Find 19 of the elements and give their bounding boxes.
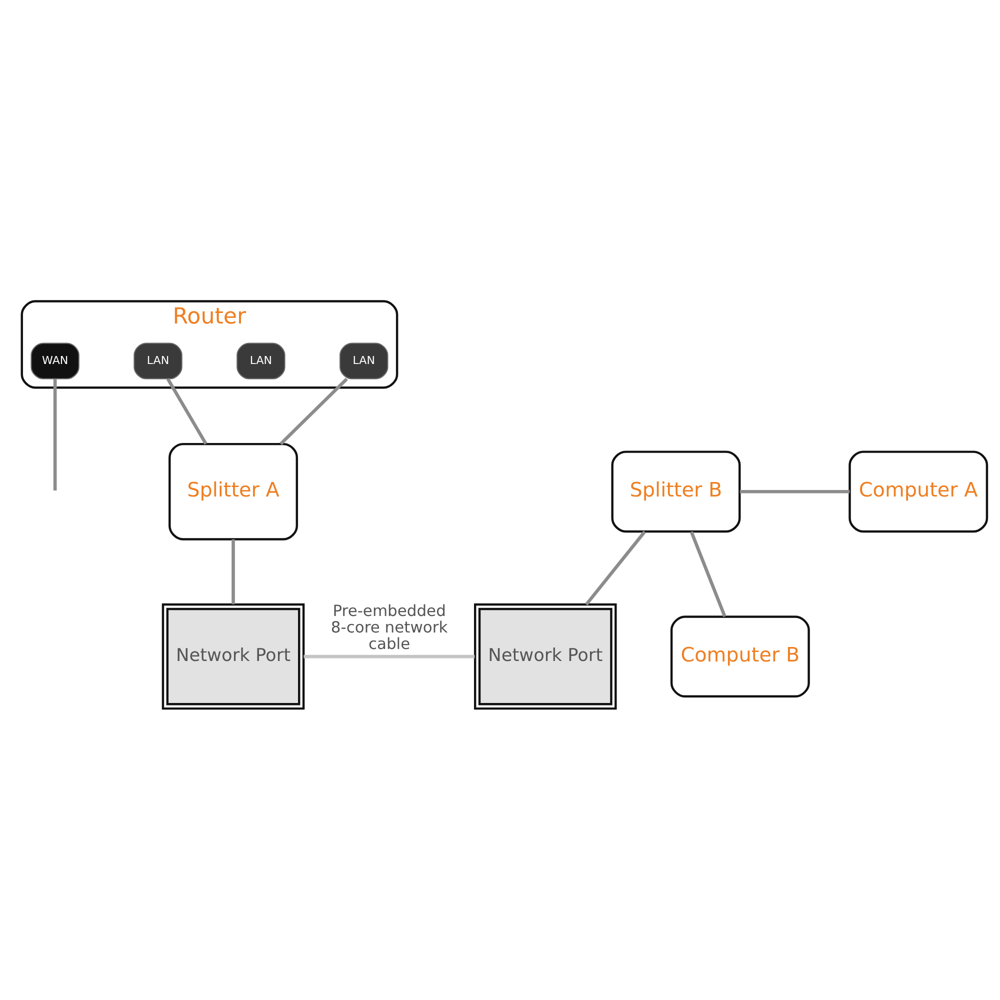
node-box: LAN xyxy=(340,342,388,379)
edge-label: Pre-embedded 8-core network cable xyxy=(330,601,448,653)
node-box: Splitter A xyxy=(168,442,298,540)
connector xyxy=(53,378,57,490)
node-box: Network Port xyxy=(474,602,617,710)
node-box: Computer A xyxy=(848,450,988,532)
node-box: LAN xyxy=(134,342,182,379)
connector xyxy=(280,377,348,445)
node-box: WAN xyxy=(30,342,80,379)
connector xyxy=(740,489,850,493)
connector xyxy=(304,654,475,658)
node-box: LAN xyxy=(236,342,286,379)
connector xyxy=(232,538,235,604)
node-box: Computer B xyxy=(670,615,810,697)
connector xyxy=(585,530,646,606)
connector xyxy=(166,378,208,444)
node-box: Network Port xyxy=(162,602,305,710)
node-box: Splitter B xyxy=(611,450,741,532)
connector xyxy=(690,530,726,617)
